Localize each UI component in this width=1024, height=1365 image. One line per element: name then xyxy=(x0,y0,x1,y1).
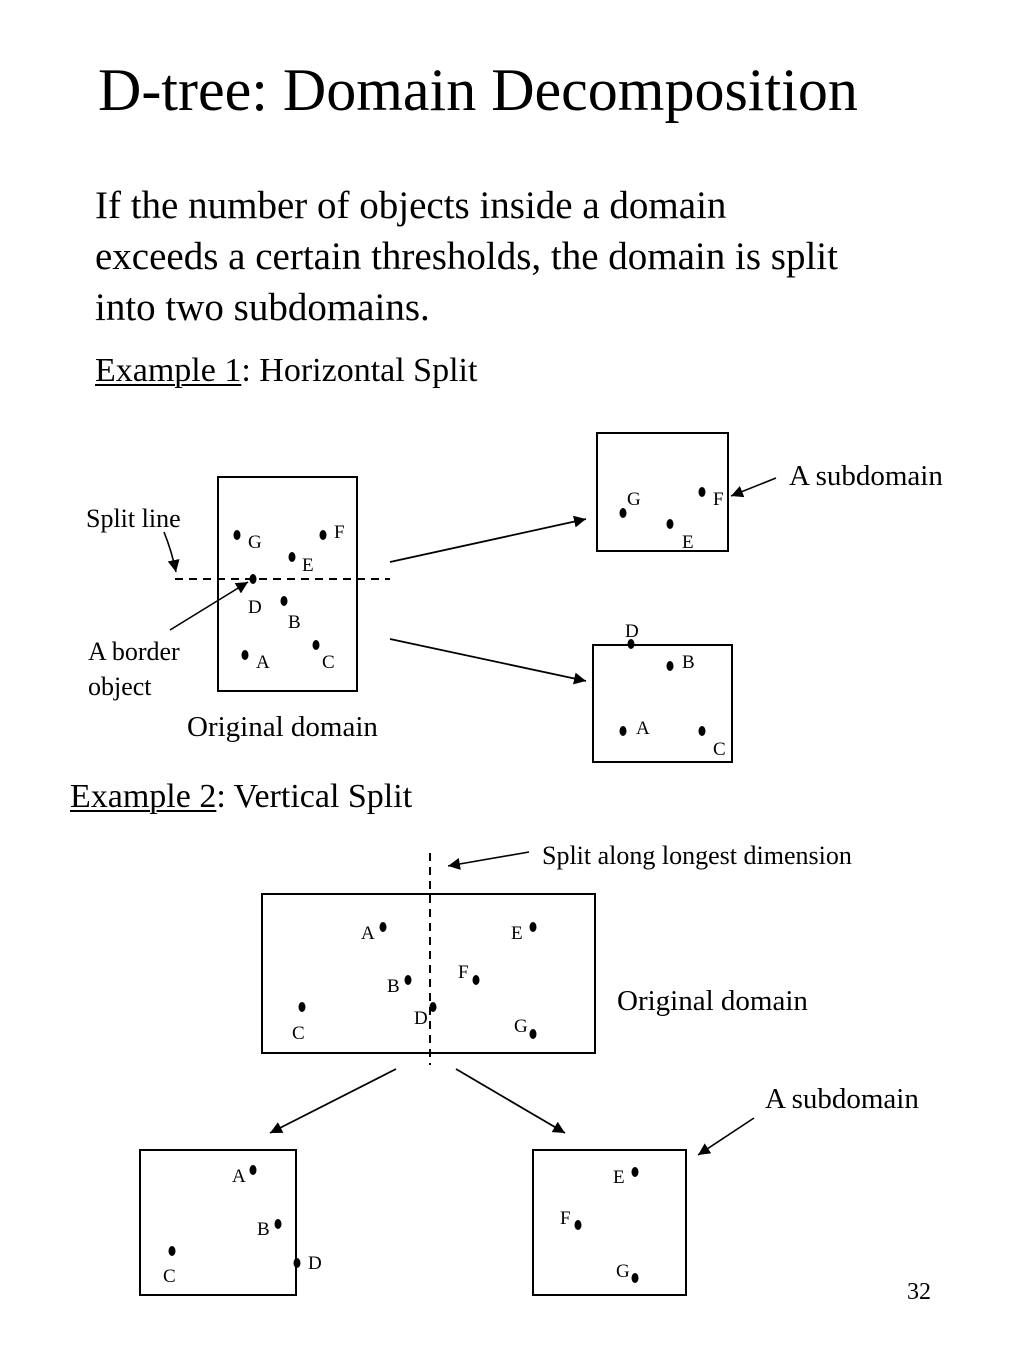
split-line-arrow xyxy=(163,531,180,573)
ex2-orig-label-d: D xyxy=(414,1008,428,1029)
ex2-arrow-to-left-subdomain xyxy=(269,1068,397,1134)
ex2-orig-point-b xyxy=(404,975,412,985)
ex2-left-label-b: B xyxy=(257,1219,270,1240)
ex2-left-point-b xyxy=(274,1219,282,1229)
ex2-right-point-g xyxy=(631,1273,639,1283)
example1-diagram: G F E D B A C Split line A border object… xyxy=(86,432,943,763)
ex2-orig-label-a: A xyxy=(361,923,375,944)
ex1-orig-point-a xyxy=(241,650,249,660)
ex2-right-label-f: F xyxy=(560,1208,571,1229)
ex1-top-point-g xyxy=(619,508,627,518)
ex1-bottom-point-d xyxy=(627,639,635,649)
intro-line: If the number of objects inside a domain xyxy=(95,184,727,227)
ex2-arrow-to-right-subdomain xyxy=(455,1068,566,1134)
split-line-label: Split line xyxy=(86,504,181,533)
example2-heading-underlined: Example 2 xyxy=(70,778,217,815)
ex1-bottom-point-b xyxy=(666,661,674,671)
ex2-orig-point-g xyxy=(529,1029,537,1039)
ex1-orig-point-d xyxy=(249,574,257,584)
example1-heading: Example 1: Horizontal Split xyxy=(95,354,477,388)
ex2-subdomain-arrow xyxy=(697,1117,755,1156)
ex1-bottom-label-a: A xyxy=(636,718,650,739)
ex1-orig-label-b: B xyxy=(288,612,301,633)
ex1-orig-label-c: C xyxy=(322,652,335,673)
page-number: 32 xyxy=(907,1279,931,1305)
border-object-label-line1: A border xyxy=(88,637,180,666)
ex2-orig-point-d xyxy=(429,1002,437,1012)
ex1-top-point-f xyxy=(698,487,706,497)
ex2-orig-label-g: G xyxy=(514,1016,528,1037)
ex1-top-point-e xyxy=(666,519,674,529)
ex2-left-label-d: D xyxy=(308,1253,322,1274)
ex1-bottom-subdomain-box xyxy=(592,644,733,763)
ex1-orig-label-f: F xyxy=(334,522,345,543)
example2-diagram: Split along longest dimension A E F B C … xyxy=(139,841,919,1296)
ex2-split-label: Split along longest dimension xyxy=(542,841,852,870)
example1-heading-underlined: Example 1 xyxy=(95,352,242,389)
example1-heading-rest: : Horizontal Split xyxy=(241,352,478,389)
ex2-orig-point-e xyxy=(529,922,537,932)
ex1-orig-point-e xyxy=(288,552,296,562)
example2-heading: Example 2: Vertical Split xyxy=(70,780,412,814)
ex2-left-label-c: C xyxy=(163,1266,176,1287)
ex2-left-point-d xyxy=(293,1258,301,1268)
ex2-original-domain-label: Original domain xyxy=(617,985,808,1017)
border-object-arrow xyxy=(169,581,249,631)
ex1-orig-label-a: A xyxy=(256,652,270,673)
ex1-top-label-g: G xyxy=(627,489,641,510)
ex2-right-point-e xyxy=(631,1167,639,1177)
ex2-orig-point-f xyxy=(472,975,480,985)
ex1-arrow-to-bottom-subdomain xyxy=(389,638,587,685)
ex1-top-label-f: F xyxy=(713,489,724,510)
intro-line: into two subdomains. xyxy=(95,286,430,329)
ex1-subdomain-label: A subdomain xyxy=(789,460,943,492)
ex2-left-point-a xyxy=(249,1165,257,1175)
ex2-right-label-g: G xyxy=(616,1261,630,1282)
ex1-orig-point-b xyxy=(280,596,288,606)
ex2-left-subdomain-box xyxy=(139,1149,297,1296)
ex1-orig-label-d: D xyxy=(248,597,262,618)
ex1-arrow-to-top-subdomain xyxy=(389,515,587,563)
slide-title: D-tree: Domain Decomposition xyxy=(98,57,858,123)
ex1-orig-point-f xyxy=(319,530,327,540)
ex1-bottom-point-a xyxy=(619,726,627,736)
ex2-right-subdomain-box xyxy=(532,1149,687,1296)
intro-line: exceeds a certain thresholds, the domain… xyxy=(95,235,838,278)
ex2-right-point-f xyxy=(574,1220,582,1230)
ex1-orig-label-g: G xyxy=(248,532,262,553)
ex1-bottom-label-d: D xyxy=(625,621,639,642)
ex1-bottom-point-c xyxy=(698,726,706,736)
ex2-split-arrow xyxy=(447,851,530,870)
ex1-bottom-label-c: C xyxy=(713,739,726,760)
ex2-original-domain-box xyxy=(261,893,596,1054)
ex2-orig-label-b: B xyxy=(387,976,400,997)
example2-heading-rest: : Vertical Split xyxy=(216,778,413,815)
ex2-subdomain-label: A subdomain xyxy=(765,1083,919,1115)
intro-paragraph: If the number of objects inside a domain… xyxy=(95,180,995,333)
ex1-top-label-e: E xyxy=(682,532,694,553)
ex1-orig-label-e: E xyxy=(302,555,314,576)
ex1-original-domain-label: Original domain xyxy=(187,711,378,743)
ex1-bottom-label-b: B xyxy=(682,652,695,673)
ex1-top-subdomain-box xyxy=(596,432,729,552)
ex2-right-label-e: E xyxy=(613,1167,625,1188)
ex1-orig-point-c xyxy=(312,640,320,650)
ex1-orig-point-g xyxy=(233,530,241,540)
ex2-orig-point-a xyxy=(379,922,387,932)
ex2-left-label-a: A xyxy=(232,1166,246,1187)
ex1-original-domain-box xyxy=(217,476,358,692)
ex2-orig-label-c: C xyxy=(292,1023,305,1044)
ex2-orig-label-e: E xyxy=(511,923,523,944)
ex1-subdomain-arrow xyxy=(730,477,777,498)
border-object-label-line2: object xyxy=(88,672,152,701)
ex2-orig-label-f: F xyxy=(458,962,469,983)
ex2-orig-point-c xyxy=(298,1002,306,1012)
ex2-left-point-c xyxy=(168,1246,176,1256)
